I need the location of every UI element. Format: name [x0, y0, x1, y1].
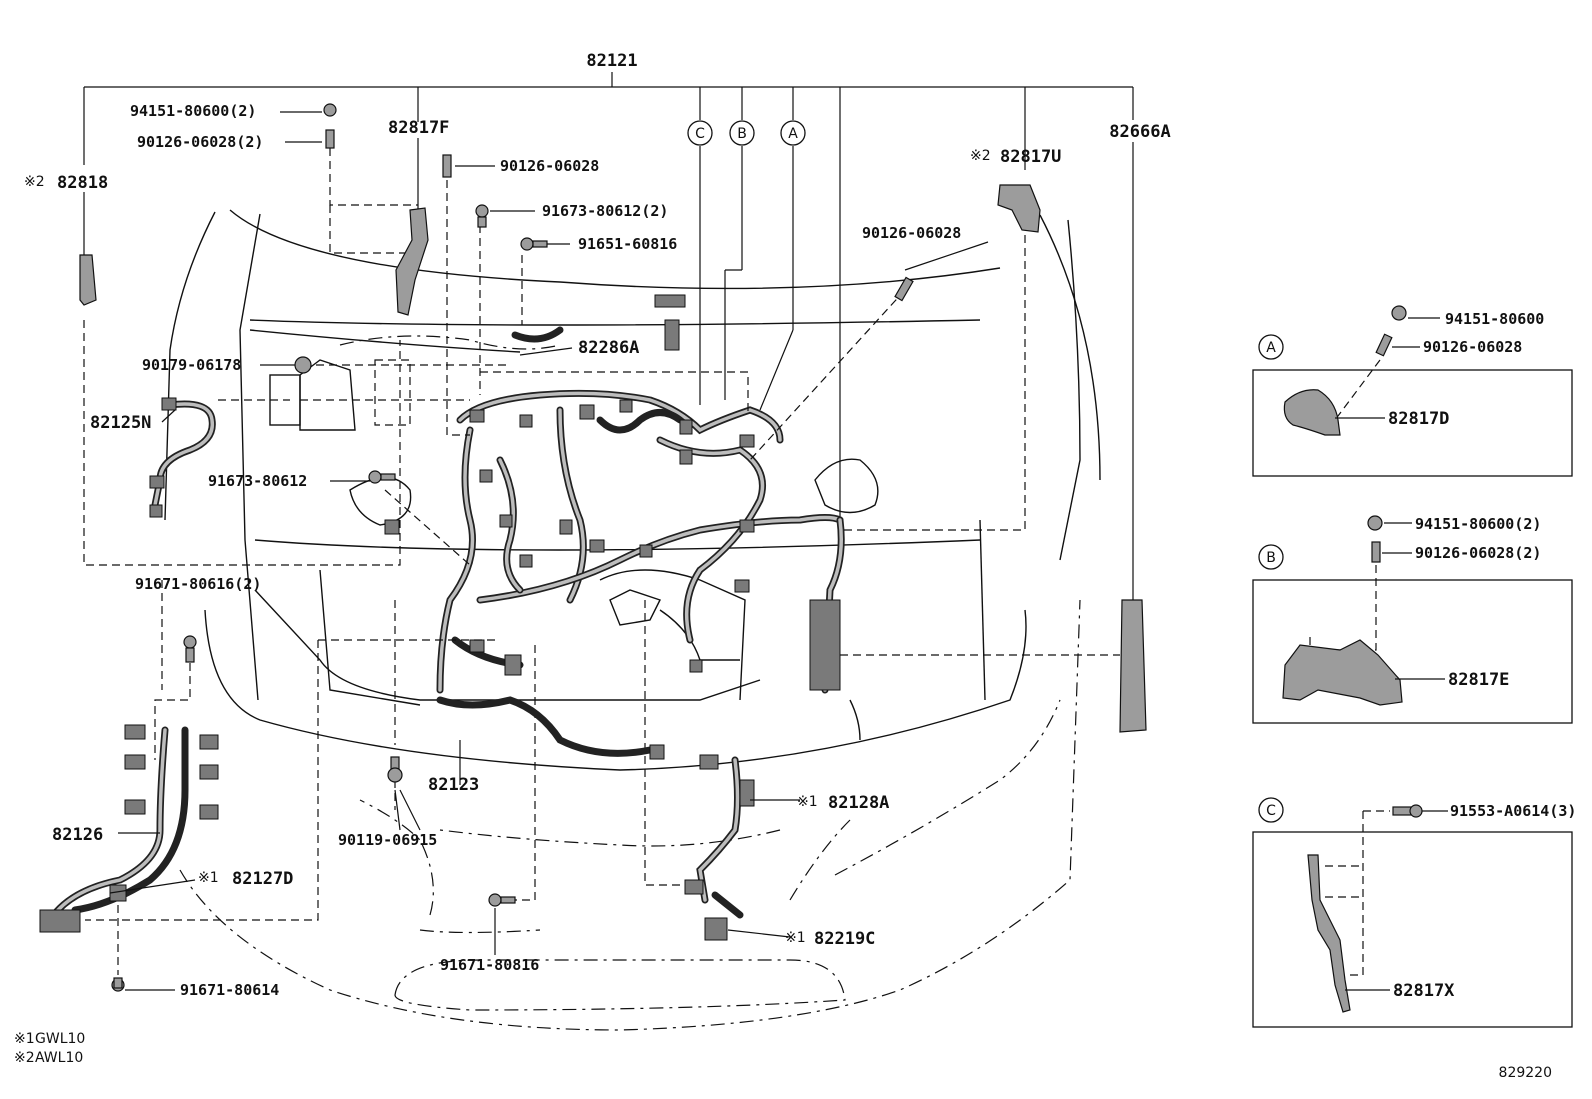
callout-b: B: [737, 126, 747, 142]
stud-icon: [894, 276, 914, 302]
label-82127D-mark: ※1: [198, 870, 219, 886]
callout-a: A: [788, 126, 798, 142]
label-82817F: 82817F: [388, 118, 449, 138]
bolt-icon: [475, 204, 489, 218]
label-82128A: 82128A: [828, 793, 889, 813]
label-82666A: 82666A: [1109, 122, 1170, 142]
inset-b-part: 82817E: [1448, 670, 1509, 690]
label-91673-80612: 91673-80612: [208, 472, 307, 490]
stud-icon: [1371, 541, 1381, 563]
label-82127D: 82127D: [232, 869, 293, 889]
parts: [39, 184, 1147, 941]
inset-b-box: [1252, 579, 1573, 724]
inset-c-box: [1252, 831, 1573, 1028]
label-91673-80612-2: 91673-80612(2): [542, 202, 668, 220]
label-82818-mark: ※2: [24, 174, 45, 190]
callout-circles: C B A: [687, 120, 806, 146]
inset-b-nut: 94151-80600(2): [1415, 515, 1541, 533]
label-82128A-mark: ※1: [797, 794, 818, 810]
inset-b: B 94151-80600(2) 90126-06028(2) 82817E: [1252, 515, 1573, 724]
bolt-icon: [520, 237, 534, 251]
label-94151-80600-2: 94151-80600(2): [130, 102, 256, 120]
inset-a-stud: 90126-06028: [1423, 338, 1522, 356]
main-engine-harness: [384, 294, 845, 694]
bracket-82817E: [1282, 639, 1403, 706]
inset-a-nut: 94151-80600: [1445, 310, 1544, 328]
note-1-text: GWL10: [35, 1031, 85, 1047]
inset-c-letter: C: [1266, 803, 1276, 819]
clip-icon: [387, 767, 403, 783]
stud-icon: [325, 129, 335, 149]
inset-c-bolt: 91553-A0614(3): [1450, 802, 1576, 820]
bolt-icon: [488, 893, 502, 907]
inset-b-letter: B: [1266, 550, 1276, 566]
label-82121: 82121: [586, 51, 637, 71]
inset-a: A 94151-80600 90126-06028 82817D: [1252, 305, 1573, 477]
label-82126: 82126: [52, 825, 103, 845]
diagram-id: 829220: [1499, 1065, 1552, 1081]
nut-icon: [323, 103, 337, 117]
stud-icon: [442, 154, 452, 178]
nut-icon: [1391, 305, 1407, 321]
clip-icon: [294, 356, 312, 374]
bracket-82817X: [1307, 854, 1351, 1013]
callout-c: C: [695, 126, 705, 142]
inset-c: C 91553-A0614(3) 82817X: [1252, 797, 1576, 1028]
label-leaders: [109, 111, 989, 991]
part-labels: 82121 82666A ※2 82818 82817F ※2 82817U 9…: [24, 51, 1171, 999]
footnotes: ※1 GWL10 ※2 AWL10 829220: [14, 1031, 1552, 1081]
stud-icon: [1375, 333, 1393, 357]
label-90126-06028-b: 90126-06028: [862, 224, 961, 242]
label-90179-06178: 90179-06178: [142, 356, 241, 374]
bracket-82817D: [1283, 389, 1341, 436]
label-82125N: 82125N: [90, 413, 151, 433]
harness-82121-leader: [83, 72, 1134, 600]
bolt-icon: [183, 635, 197, 649]
label-91671-80616-2: 91671-80616(2): [135, 575, 261, 593]
inset-a-part: 82817D: [1388, 409, 1449, 429]
note-1-mark: ※1: [14, 1031, 35, 1047]
label-82817U-mark: ※2: [970, 148, 991, 164]
label-82817U: 82817U: [1000, 147, 1061, 167]
nut-icon: [1367, 515, 1383, 531]
bracket-82817F: [395, 207, 429, 316]
inset-b-stud: 90126-06028(2): [1415, 544, 1541, 562]
inset-c-part: 82817X: [1393, 981, 1455, 1001]
bracket-82817U: [997, 184, 1041, 233]
label-82286A: 82286A: [578, 338, 639, 358]
engine-bay-outline: [164, 209, 1101, 1031]
inset-a-box: [1252, 369, 1573, 477]
fasteners: [111, 103, 914, 992]
label-82818: 82818: [57, 173, 108, 193]
note-2-text: AWL10: [35, 1050, 83, 1066]
label-82219C: 82219C: [814, 929, 875, 949]
label-90126-06028-2: 90126-06028(2): [137, 133, 263, 151]
dashed-leaders: [83, 148, 1120, 975]
label-91671-80614: 91671-80614: [180, 981, 279, 999]
label-90119-06915: 90119-06915: [338, 831, 437, 849]
label-91651-60816: 91651-60816: [578, 235, 677, 253]
protector-82666A: [1119, 599, 1147, 733]
label-82219C-mark: ※1: [785, 930, 806, 946]
label-82123: 82123: [428, 775, 479, 795]
bolt-icon: [368, 470, 382, 484]
label-90126-06028-a: 90126-06028: [500, 157, 599, 175]
note-2-mark: ※2: [14, 1050, 35, 1066]
protector-82818: [79, 254, 97, 306]
inset-a-letter: A: [1266, 340, 1276, 356]
label-91671-80816: 91671-80816: [440, 956, 539, 974]
